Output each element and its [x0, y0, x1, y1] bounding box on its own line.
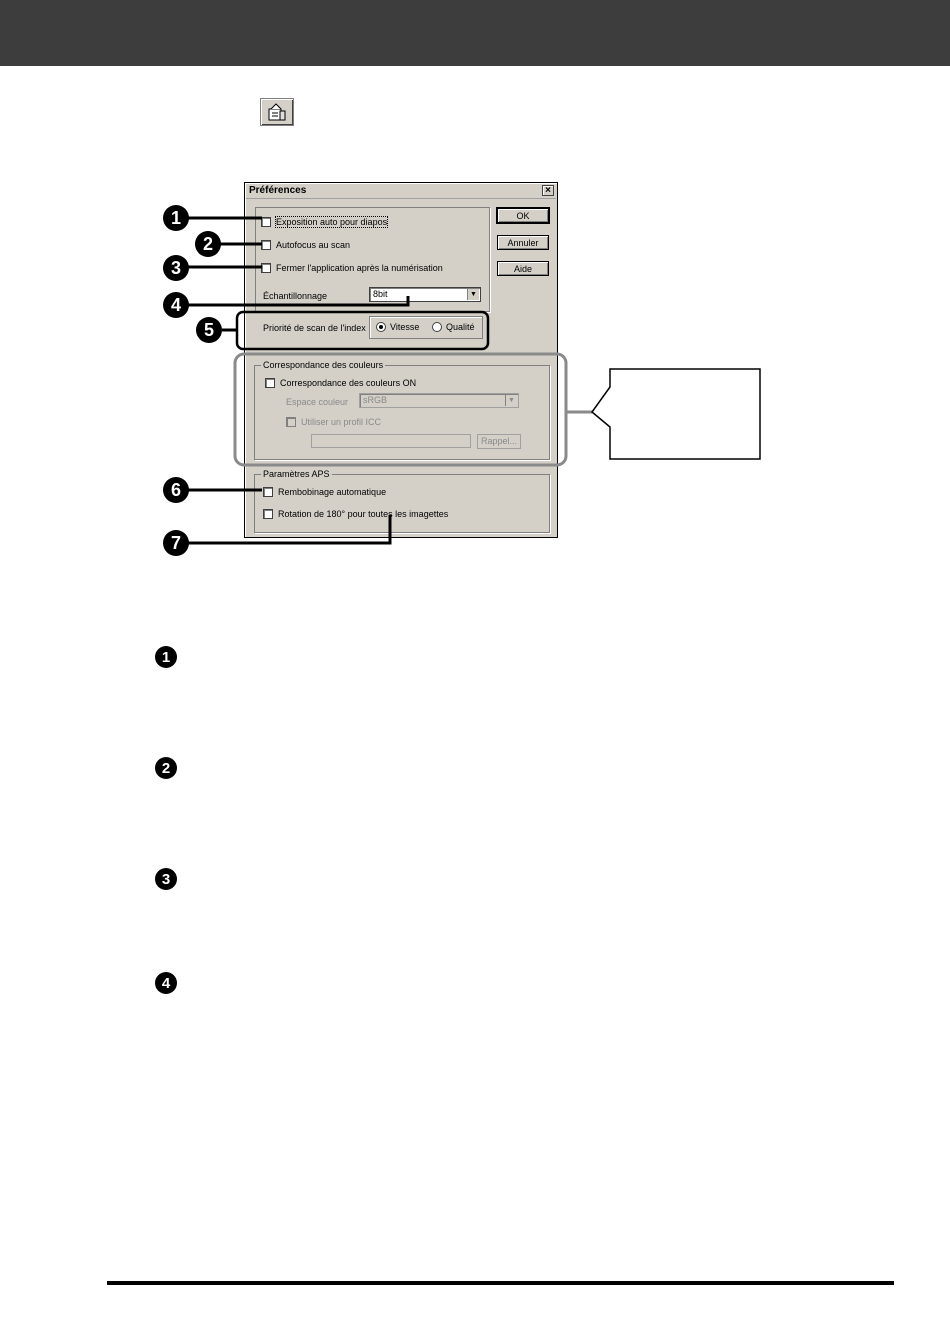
auto-exposure-label: Exposition auto pour diapos [274, 216, 389, 228]
dialog-titlebar: Préférences × [246, 184, 556, 199]
footer-rule [107, 1281, 894, 1285]
auto-rewind-checkbox[interactable] [263, 487, 273, 497]
dropdown-arrow-icon[interactable]: ▼ [467, 289, 479, 300]
autofocus-label: Autofocus au scan [276, 240, 351, 250]
color-space-select[interactable]: sRGB ▼ [359, 393, 519, 408]
section-marker-1: 1 [155, 646, 177, 668]
preferences-icon [260, 98, 294, 126]
rotate-180-checkbox[interactable] [263, 509, 273, 519]
rotate-180-option[interactable]: Rotation de 180° pour toutes les imagett… [263, 509, 448, 519]
dropdown-arrow-icon[interactable]: ▼ [505, 395, 517, 406]
cancel-button[interactable]: Annuler [497, 235, 549, 250]
quality-radio-option[interactable]: Qualité [432, 322, 475, 332]
marker-1: 1 [163, 205, 189, 231]
index-priority-group: Vitesse Qualité [369, 316, 483, 339]
color-space-label: Espace couleur [286, 397, 349, 407]
aps-settings-group: Paramètres APS Rembobinage automatique R… [254, 469, 550, 533]
aps-group-label: Paramètres APS [261, 469, 332, 479]
ok-button[interactable]: OK [496, 207, 550, 224]
index-priority-label: Priorité de scan de l'index [263, 323, 366, 333]
use-icc-option[interactable]: Utiliser un profil ICC [286, 417, 381, 427]
color-matching-group-label: Correspondance des couleurs [261, 360, 386, 370]
use-icc-checkbox[interactable] [286, 417, 296, 427]
preferences-dialog: Préférences × Exposition auto pour diapo… [244, 182, 558, 538]
sampling-value: 8bit [373, 289, 388, 299]
color-matching-option[interactable]: Correspondance des couleurs ON [265, 378, 416, 388]
marker-5: 5 [196, 317, 222, 343]
quality-radio[interactable] [432, 322, 442, 332]
auto-exposure-option[interactable]: Exposition auto pour diapos [261, 216, 389, 228]
marker-7: 7 [163, 530, 189, 556]
browse-button[interactable]: Rappel... [477, 434, 521, 449]
speed-radio[interactable] [376, 322, 386, 332]
dialog-title: Préférences [249, 185, 307, 196]
icc-profile-field[interactable] [311, 434, 471, 448]
marker-4: 4 [163, 292, 189, 318]
page-header-band [0, 0, 950, 66]
marker-6: 6 [163, 477, 189, 503]
close-icon[interactable]: × [542, 185, 554, 196]
help-button[interactable]: Aide [497, 261, 549, 276]
close-app-label: Fermer l'application après la numérisati… [276, 263, 443, 273]
auto-rewind-label: Rembobinage automatique [278, 487, 387, 497]
auto-exposure-checkbox[interactable] [261, 217, 271, 227]
section-marker-3: 3 [155, 868, 177, 890]
color-space-value: sRGB [363, 395, 388, 405]
color-matching-checkbox[interactable] [265, 378, 275, 388]
color-matching-enable-label: Correspondance des couleurs ON [280, 378, 417, 388]
color-matching-group: Correspondance des couleurs Correspondan… [254, 360, 550, 460]
section-marker-2: 2 [155, 757, 177, 779]
rotate-180-label: Rotation de 180° pour toutes les imagett… [278, 509, 449, 519]
speed-label: Vitesse [390, 322, 420, 332]
use-icc-label: Utiliser un profil ICC [301, 417, 382, 427]
section-marker-4: 4 [155, 972, 177, 994]
speed-radio-option[interactable]: Vitesse [376, 322, 419, 332]
sampling-select[interactable]: 8bit ▼ [369, 287, 481, 302]
quality-label: Qualité [446, 322, 475, 332]
sampling-label: Échantillonnage [263, 291, 328, 301]
marker-3: 3 [163, 255, 189, 281]
marker-2: 2 [195, 231, 221, 257]
auto-rewind-option[interactable]: Rembobinage automatique [263, 487, 386, 497]
